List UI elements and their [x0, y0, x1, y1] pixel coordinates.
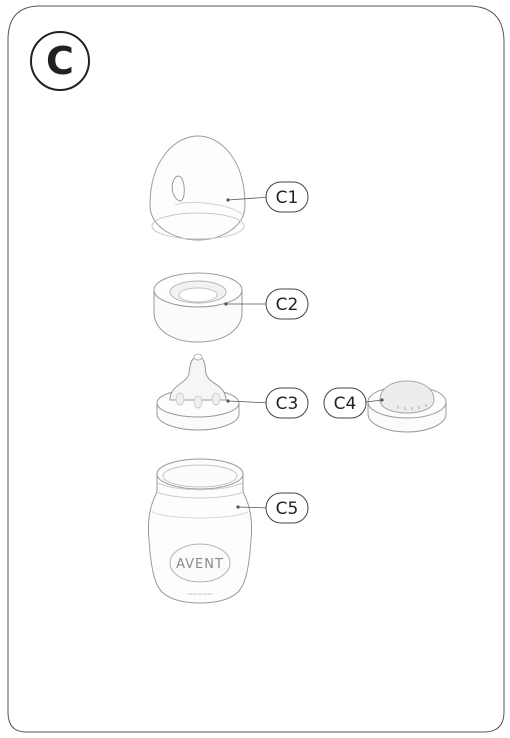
callout-c4-label: C4 — [334, 394, 357, 414]
callout-c2-label: C2 — [276, 295, 299, 315]
section-letter: C — [31, 32, 89, 90]
bottle: AVENT — [148, 459, 251, 603]
callout-c3: C3 — [266, 388, 308, 418]
callout-c2: C2 — [266, 289, 308, 319]
screw-ring — [154, 273, 242, 342]
callout-c5-label: C5 — [276, 499, 299, 519]
callout-c1-label: C1 — [276, 188, 299, 208]
callout-c3-label: C3 — [276, 394, 299, 414]
callout-c4: C4 — [324, 388, 366, 418]
page-border — [8, 6, 504, 732]
bottle-brand-logo: AVENT — [176, 557, 224, 572]
dome-cover — [150, 136, 245, 240]
callout-c5: C5 — [266, 493, 308, 523]
sealing-disc — [368, 381, 446, 432]
callout-c1: C1 — [266, 182, 308, 212]
nipple-teat — [157, 354, 239, 430]
